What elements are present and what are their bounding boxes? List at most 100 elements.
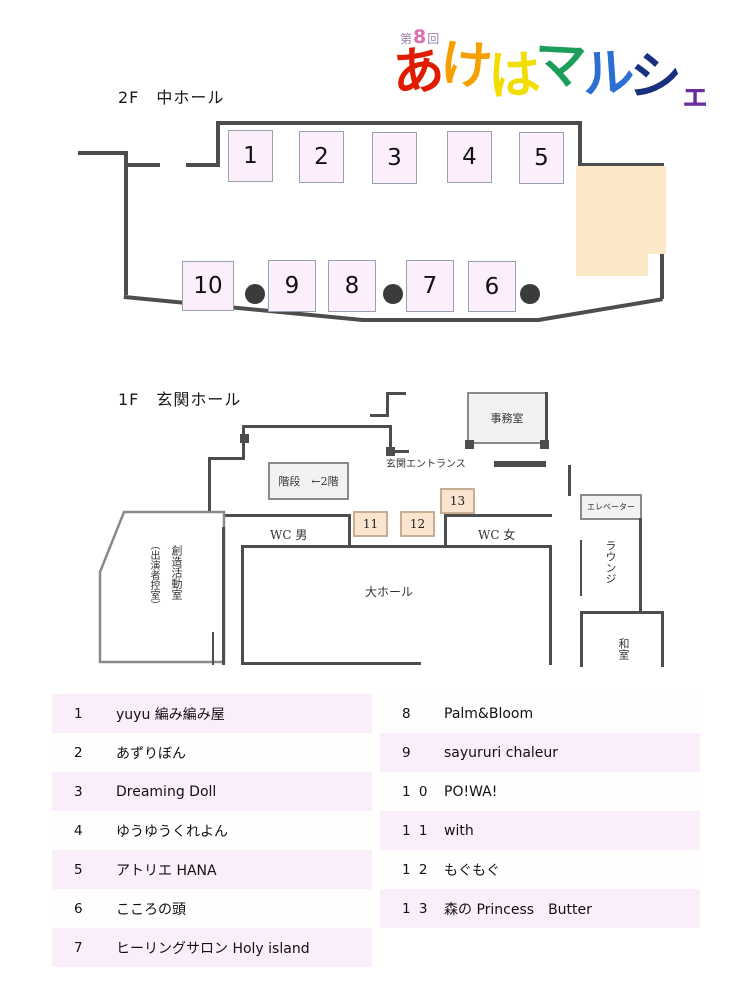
edition-prefix: 第 xyxy=(400,32,414,46)
vendor-row[interactable]: 7 ヒーリングサロン Holy island xyxy=(52,928,372,967)
room-main-hall-label: 大ホール xyxy=(365,585,414,599)
vendor-name: sayururi chaleur xyxy=(444,744,559,761)
booth-2f-7[interactable]: 7 xyxy=(406,260,454,312)
pillar-2f-1 xyxy=(245,284,265,304)
room-creative-sublabel: （出演者控室） xyxy=(148,540,159,610)
booth-1f-13-label: 13 xyxy=(449,494,466,508)
vendor-number: 8 xyxy=(402,705,413,722)
wall-1f-wcwomen-top xyxy=(444,514,552,517)
wall-1f-corridor-step xyxy=(208,457,245,460)
wall-1f-entrance-right-riser xyxy=(389,425,392,452)
vendor-name: with xyxy=(444,822,474,839)
edition-number: 8 xyxy=(413,26,428,48)
vendor-row[interactable]: 8 Palm&Bloom xyxy=(380,694,700,733)
wall-1f-washitsu-right xyxy=(661,611,664,667)
vendor-name: Palm&Bloom xyxy=(444,705,534,722)
vendor-name: ゆうゆうくれよん xyxy=(116,823,228,840)
booth-2f-10-label: 10 xyxy=(193,273,223,299)
booth-2f-2[interactable]: 2 xyxy=(299,131,344,183)
booth-2f-1[interactable]: 1 xyxy=(228,130,273,182)
wall-1f-mid-corridor xyxy=(348,545,448,548)
booth-2f-4[interactable]: 4 xyxy=(447,131,492,183)
event-logo: 第8回 あけはマルシェ xyxy=(389,22,710,122)
room-creative-shape xyxy=(98,510,226,664)
vendor-number: 9 xyxy=(402,744,413,761)
booth-1f-11-label: 11 xyxy=(362,517,379,531)
room-wc-men-label: WC 男 xyxy=(270,528,308,542)
wall-1f-node-a xyxy=(240,434,249,443)
floor-1f-title: 1F 玄関ホール xyxy=(118,390,242,409)
entrance-label: 玄関エントランス xyxy=(386,459,466,470)
booth-1f-13[interactable]: 13 xyxy=(440,488,475,514)
vendor-number: 1 xyxy=(74,705,85,722)
edition-suffix: 回 xyxy=(427,32,441,46)
logo-char-6: シ xyxy=(626,45,685,111)
wall-1f-hall-right xyxy=(549,545,552,665)
room-elevator-label: エレベーター xyxy=(587,502,635,512)
room-lounge-label: ラウンジ xyxy=(604,540,617,584)
room-creative-activity xyxy=(96,510,226,665)
vendor-name: ヒーリングサロン Holy island xyxy=(116,940,310,957)
vendor-number: 5 xyxy=(74,861,85,878)
booth-1f-12[interactable]: 12 xyxy=(400,511,435,537)
vendor-name: Dreaming Doll xyxy=(116,783,217,800)
vendor-name: PO!WA! xyxy=(444,783,498,800)
booth-1f-11[interactable]: 11 xyxy=(353,511,388,537)
wall-1f-top-corridor xyxy=(242,425,392,428)
vendor-number: 1 2 xyxy=(402,861,430,878)
booth-2f-6[interactable]: 6 xyxy=(468,261,516,312)
vendor-row[interactable]: 5 アトリエ HANA xyxy=(52,850,372,889)
vendor-name: アトリエ HANA xyxy=(116,862,217,879)
pillar-2f-3 xyxy=(520,284,540,304)
wall-1f-hall-left xyxy=(241,545,244,665)
booth-2f-5[interactable]: 5 xyxy=(519,132,564,184)
logo-title: あけはマルシェ xyxy=(389,34,710,110)
vendor-number: 1 3 xyxy=(402,900,430,917)
room-office: 事務室 xyxy=(467,392,547,444)
vendor-number: 7 xyxy=(74,939,85,956)
room-elevator: エレベーター xyxy=(580,494,642,520)
wall-1f-right-upper-riser xyxy=(568,465,571,496)
booth-2f-7-label: 7 xyxy=(422,273,438,299)
wall-1f-entrance-sill xyxy=(395,450,409,453)
vendor-row[interactable]: 1 3 森の Princess Butter xyxy=(380,889,700,928)
room-stairs: 階段 ←2階 xyxy=(268,462,349,500)
wall-2f-top-left-stub xyxy=(186,163,220,167)
booth-2f-8-label: 8 xyxy=(344,273,360,299)
vendor-row[interactable]: 9 sayururi chaleur xyxy=(380,733,700,772)
wall-1f-office-node-right xyxy=(540,440,549,449)
wall-1f-wcwomen-bottom xyxy=(444,545,552,548)
booth-2f-8[interactable]: 8 xyxy=(328,260,376,312)
booth-2f-3[interactable]: 3 xyxy=(372,132,417,184)
booth-2f-10[interactable]: 10 xyxy=(182,261,234,311)
booth-2f-9[interactable]: 9 xyxy=(268,260,316,312)
entrance-door-mark xyxy=(494,461,546,467)
booth-2f-1-label: 1 xyxy=(243,143,258,169)
floor-2f-title: 2F 中ホール xyxy=(118,88,225,107)
wall-1f-wcmen-top xyxy=(241,514,351,517)
wall-2f-bottom-right-diagonal xyxy=(538,297,663,322)
vendor-number: 2 xyxy=(74,744,85,761)
room-wc-women-label: WC 女 xyxy=(478,528,516,542)
wall-2f-left-notch xyxy=(124,163,160,167)
vendor-name: 森の Princess Butter xyxy=(444,901,592,918)
wall-1f-washitsu-left xyxy=(580,611,583,667)
vendor-row[interactable]: 1 yuyu 編み編み屋 xyxy=(52,694,372,733)
wall-1f-office-node-left xyxy=(465,440,474,449)
booth-1f-12-label: 12 xyxy=(409,517,426,531)
vendor-name: yuyu 編み編み屋 xyxy=(116,706,225,723)
booth-2f-5-label: 5 xyxy=(534,145,549,171)
wall-1f-lounge-left xyxy=(580,540,582,596)
wall-1f-wcmen-bottom xyxy=(241,545,351,548)
room-japanese-label: 和室 xyxy=(617,638,630,660)
wall-1f-entrance-left-mid xyxy=(370,414,389,417)
wall-1f-office-right-riser xyxy=(545,392,548,444)
